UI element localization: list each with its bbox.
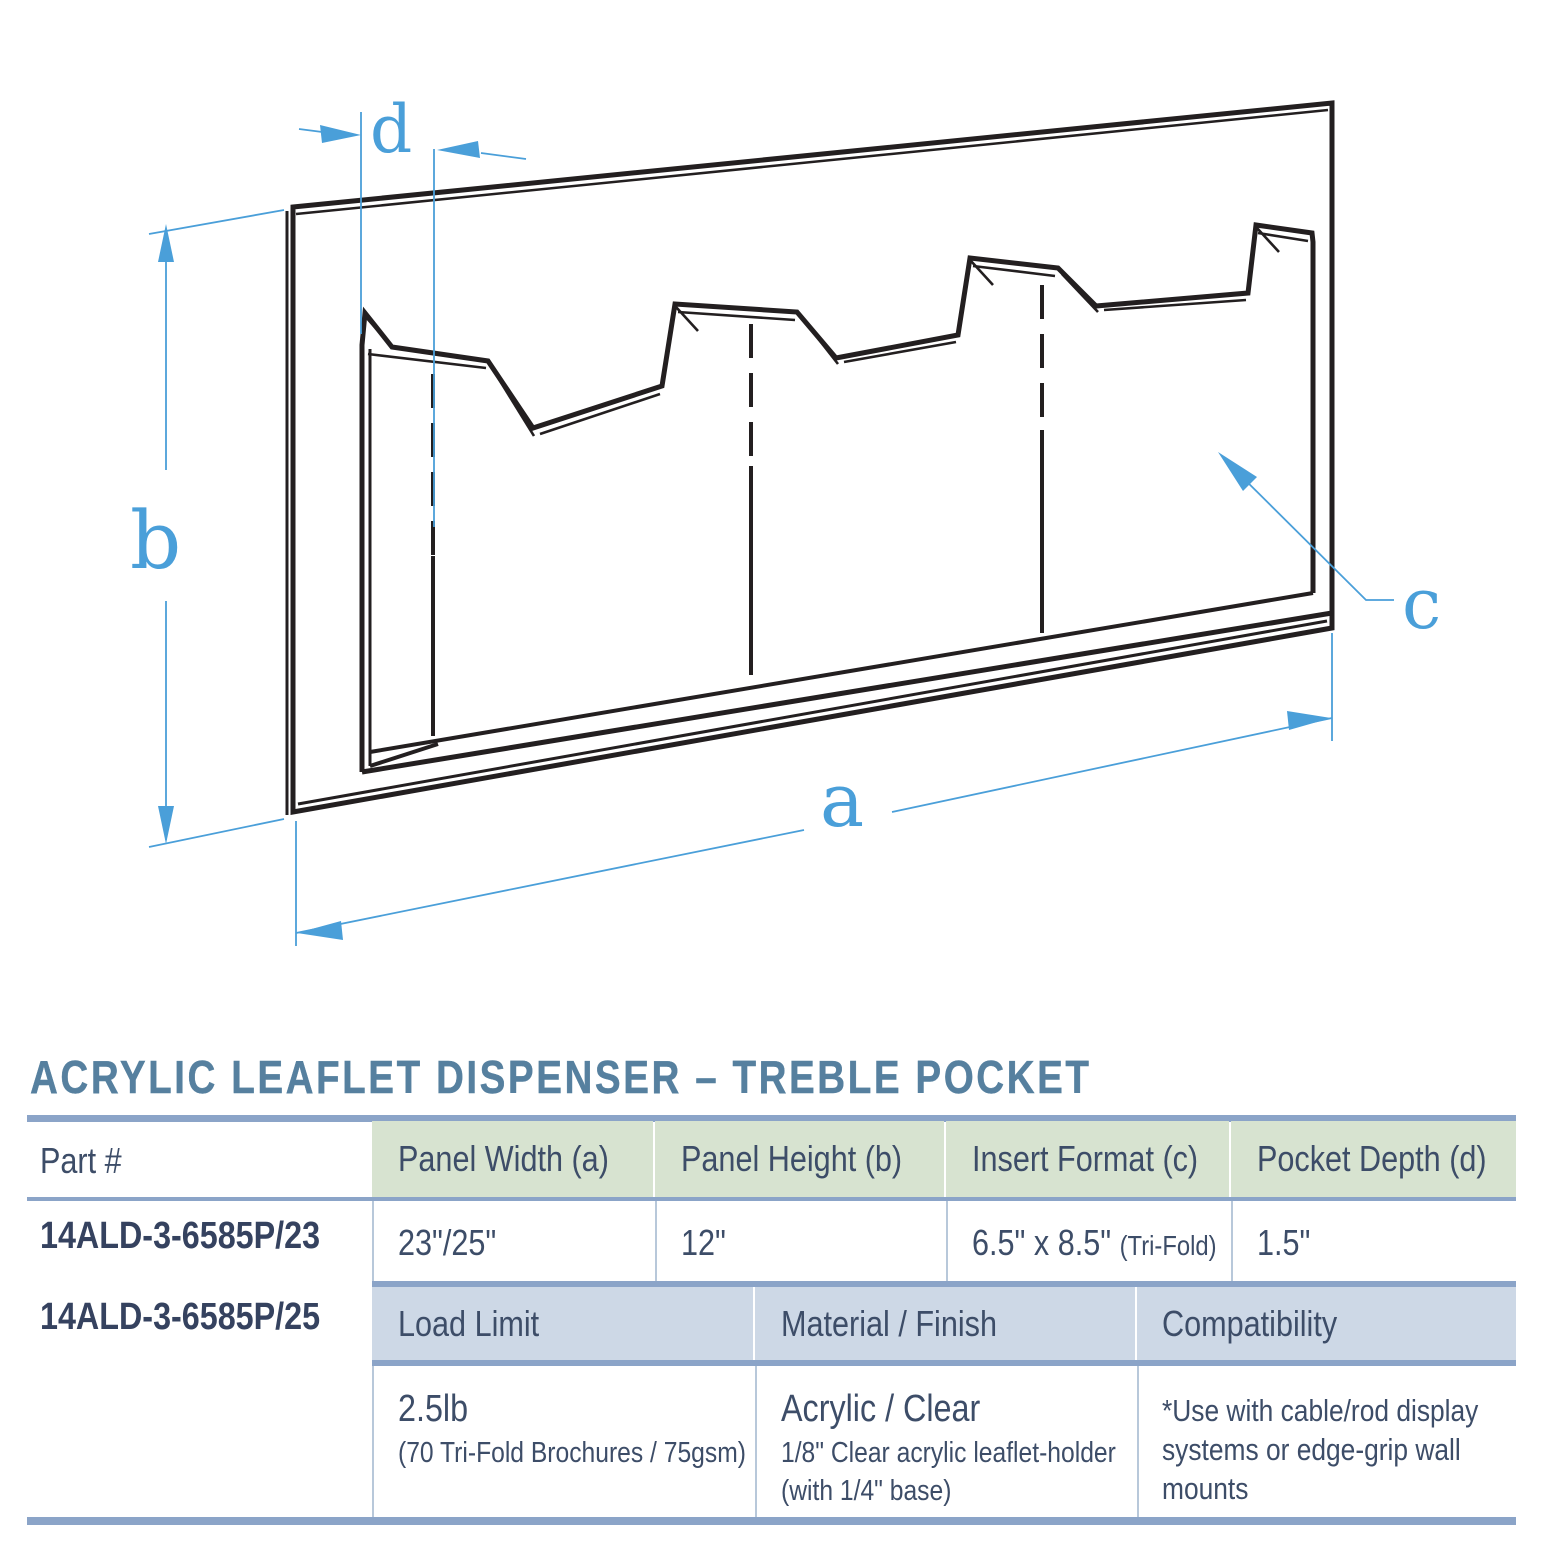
header-cell-material <box>755 1287 1135 1360</box>
col-header-panel-height: Panel Height (b) <box>681 1138 903 1179</box>
value-compatibility-line3: mounts <box>1162 1471 1249 1506</box>
value-pocket-depth: 1.5" <box>1257 1222 1311 1263</box>
dimension-arrowheads <box>158 125 1331 940</box>
header-cell-pocket-depth <box>1231 1121 1516 1197</box>
header-cell-panel-width <box>372 1121 653 1197</box>
table-mid-bar-bottom <box>372 1360 1516 1366</box>
col-header-insert-format: Insert Format (c) <box>972 1138 1199 1179</box>
value-insert-format: 6.5" x 8.5" (Tri-Fold) <box>972 1222 1217 1263</box>
header-cell-load-limit <box>372 1287 753 1360</box>
pocket-divider-lines <box>431 285 1044 736</box>
header-cell-compatibility <box>1137 1287 1516 1360</box>
table-bottom-bar <box>27 1517 1516 1525</box>
value-compatibility-line1: *Use with cable/rod display <box>1162 1393 1479 1428</box>
table-divider <box>372 1366 374 1517</box>
product-drawing: b d a c <box>130 91 1441 946</box>
table-divider <box>1231 1201 1233 1281</box>
table-divider <box>372 1201 374 1281</box>
dim-label-d: d <box>370 91 412 168</box>
table-divider <box>655 1201 657 1281</box>
table-top-bar <box>27 1115 1516 1122</box>
back-panel-outline <box>285 100 1335 815</box>
table-mid-bar-top <box>372 1281 1516 1287</box>
value-compatibility-line2: systems or edge-grip wall <box>1162 1432 1461 1467</box>
table-header-rule <box>27 1197 1516 1201</box>
dim-label-c: c <box>1402 563 1441 645</box>
dim-label-b: b <box>130 494 181 587</box>
value-insert-format-note: (Tri-Fold) <box>1119 1230 1217 1261</box>
header-cell-panel-height <box>655 1121 944 1197</box>
dim-label-a: a <box>820 758 864 844</box>
col-header-material: Material / Finish <box>781 1303 997 1344</box>
value-load-limit: 2.5lb <box>398 1388 469 1430</box>
value-material-note-line2: (with 1/4" base) <box>781 1475 952 1507</box>
col-header-panel-width: Panel Width (a) <box>398 1138 609 1179</box>
part-number-row: 14ALD-3-6585P/23 <box>40 1215 321 1257</box>
value-panel-width: 23"/25" <box>398 1222 497 1263</box>
table-divider <box>755 1366 757 1517</box>
table-divider <box>946 1201 948 1281</box>
value-material: Acrylic / Clear <box>781 1388 981 1430</box>
value-load-limit-note: (70 Tri-Fold Brochures / 75gsm) <box>398 1437 746 1469</box>
part-number-row: 14ALD-3-6585P/25 <box>40 1296 321 1338</box>
header-cell-insert-format <box>946 1121 1229 1197</box>
dimension-lines <box>148 112 1394 946</box>
value-material-note-line1: 1/8" Clear acrylic leaflet-holder <box>781 1437 1116 1469</box>
part-header: Part # <box>40 1140 122 1181</box>
col-header-compatibility: Compatibility <box>1162 1303 1338 1344</box>
page-title: ACRYLIC LEAFLET DISPENSER – TREBLE POCKE… <box>30 1051 1092 1103</box>
table-divider <box>1137 1366 1139 1517</box>
leaflet-holder-outline <box>359 222 1333 775</box>
col-header-pocket-depth: Pocket Depth (d) <box>1257 1138 1487 1179</box>
col-header-load-limit: Load Limit <box>398 1303 540 1344</box>
value-panel-height: 12" <box>681 1222 726 1263</box>
